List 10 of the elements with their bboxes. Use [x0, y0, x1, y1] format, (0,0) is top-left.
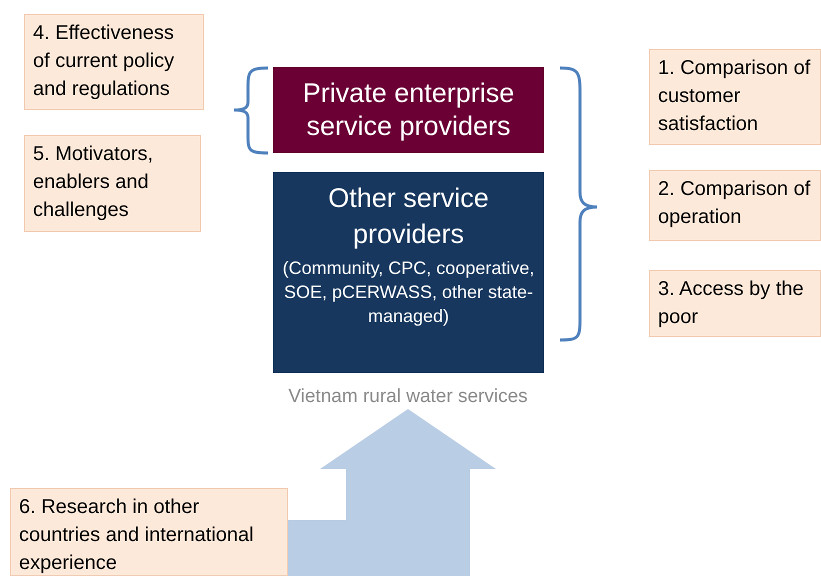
caption-text: Vietnam rural water services	[262, 383, 554, 409]
text-box: 6. Research in other countries and international experience	[10, 488, 288, 576]
provider-box: Other service providers (Community, CPC, cooperative, SOE, pCERWASS, other state-managed)	[273, 172, 544, 373]
provider-box: Private enterprise service providers	[273, 67, 544, 153]
text-box: 5. Motivators, enablers and challenges	[24, 135, 201, 232]
text-box: 3. Access by the poor	[649, 270, 821, 337]
text-box: 2. Comparison of operation	[649, 170, 821, 241]
text-box: 1. Comparison of customer satisfaction	[649, 49, 821, 145]
text-box: 4. Effectiveness of current policy and regulations	[24, 14, 204, 110]
block-arrow	[288, 409, 496, 576]
